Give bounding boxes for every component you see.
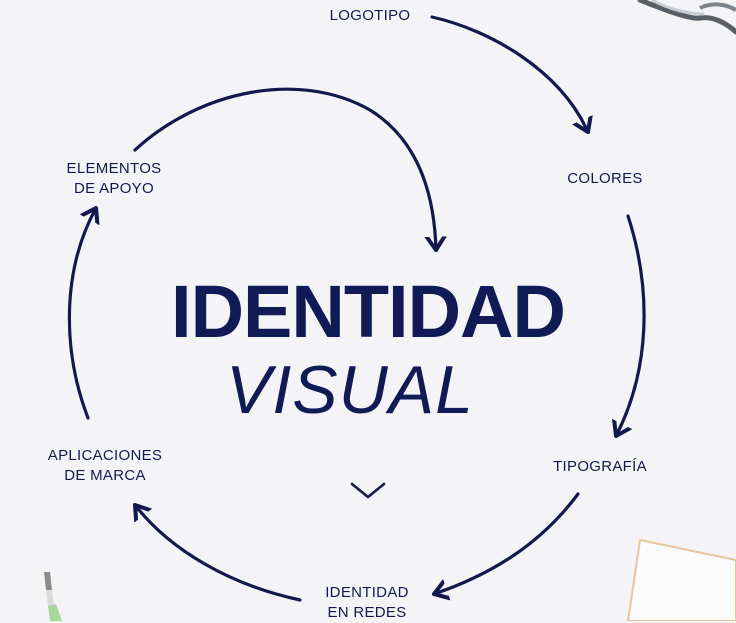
node-colores: COLORES xyxy=(552,169,658,189)
cycle-arrows xyxy=(67,15,646,602)
arrow-redes-to-aplicaciones xyxy=(135,505,302,602)
node-identidad-redes-line2: EN REDES xyxy=(327,604,407,621)
node-elementos-apoyo-line2: DE APOYO xyxy=(74,180,154,197)
node-tipografia-label: TIPOGRAFÍA xyxy=(553,458,647,475)
node-elementos-apoyo-line1: ELEMENTOS xyxy=(66,160,162,177)
node-aplicaciones-marca: APLICACIONES DE MARCA xyxy=(30,446,180,486)
node-logotipo: LOGOTIPO xyxy=(318,6,422,26)
arrow-colores-to-tipografia xyxy=(616,214,646,436)
pen-decoration xyxy=(44,572,62,621)
arrow-tipografia-to-redes xyxy=(434,492,580,594)
node-tipografia: TIPOGRAFÍA xyxy=(536,457,664,477)
node-logotipo-label: LOGOTIPO xyxy=(329,7,411,24)
arrow-aplicaciones-to-elementos xyxy=(67,208,96,420)
arrow-elementos-to-center xyxy=(133,87,436,250)
arrow-logotipo-to-colores xyxy=(430,15,588,132)
paper-decoration xyxy=(626,538,736,621)
title-visual: VISUAL xyxy=(226,352,474,428)
chevron-down-icon xyxy=(350,482,386,499)
glasses-decoration xyxy=(637,0,736,35)
title-identidad: IDENTIDAD xyxy=(171,270,566,353)
node-identidad-redes-line1: IDENTIDAD xyxy=(325,584,409,601)
node-elementos-apoyo: ELEMENTOS DE APOYO xyxy=(48,159,180,199)
node-aplicaciones-marca-line1: APLICACIONES xyxy=(47,447,163,464)
node-colores-label: COLORES xyxy=(567,170,643,187)
node-aplicaciones-marca-line2: DE MARCA xyxy=(64,467,146,484)
node-identidad-redes: IDENTIDAD EN REDES xyxy=(302,583,432,623)
